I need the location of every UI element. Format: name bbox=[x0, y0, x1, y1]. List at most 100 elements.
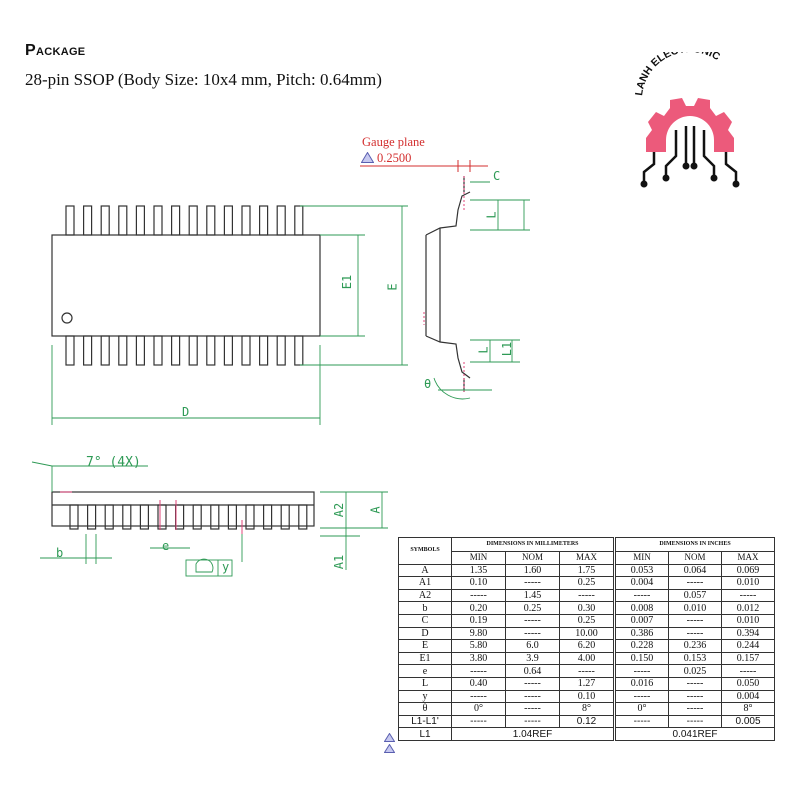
value-cell: 0° bbox=[451, 702, 506, 716]
value-cell: 0.157 bbox=[721, 651, 775, 666]
table-row: y----------0.10----------0.004 bbox=[398, 689, 775, 704]
dim-label-e: e bbox=[162, 539, 170, 553]
value-cell: 0.386 bbox=[613, 626, 669, 641]
value-cell: ----- bbox=[668, 702, 722, 716]
value-cell: ----- bbox=[505, 676, 560, 691]
mm-header: DIMENSIONS IN MILLIMETERS bbox=[451, 537, 615, 552]
value-cell: 0.20 bbox=[451, 601, 506, 615]
gauge-plane-label: Gauge plane bbox=[362, 135, 425, 149]
value-cell: 0.025 bbox=[668, 664, 722, 678]
value-cell: ----- bbox=[451, 714, 506, 729]
value-cell: ----- bbox=[451, 664, 506, 678]
warning-triangle-icon bbox=[361, 152, 374, 163]
value-cell: 5.80 bbox=[451, 639, 506, 653]
lead bbox=[86, 504, 97, 530]
dim-label-A2: A2 bbox=[332, 502, 347, 518]
dim-label-A: A bbox=[368, 506, 383, 514]
value-cell: 0.012 bbox=[721, 601, 775, 615]
pin bbox=[241, 335, 251, 366]
value-cell: 1.75 bbox=[559, 563, 615, 578]
value-cell: 8° bbox=[721, 702, 775, 716]
lead bbox=[210, 504, 220, 530]
value-cell: 0° bbox=[613, 702, 669, 716]
value-cell: 0.050 bbox=[721, 676, 775, 691]
value-cell: ----- bbox=[721, 664, 775, 678]
sub-header: MAX bbox=[721, 551, 775, 565]
value-cell: ----- bbox=[668, 714, 722, 729]
value-cell: 0.228 bbox=[613, 639, 669, 653]
value-cell: 0.19 bbox=[451, 613, 506, 628]
lead bbox=[122, 504, 132, 530]
package-body-top bbox=[51, 234, 321, 337]
pin1-marker bbox=[61, 312, 73, 324]
inch-header: DIMENSIONS IN INCHES bbox=[613, 537, 775, 552]
symbol-cell: b bbox=[398, 601, 452, 615]
dim-label-E1: E1 bbox=[340, 274, 355, 290]
warning-triangle-icon bbox=[384, 744, 395, 753]
value-cell: 0.010 bbox=[721, 613, 775, 628]
gauge-marks bbox=[423, 176, 465, 392]
value-cell: 6.20 bbox=[559, 639, 615, 653]
value-cell: 9.80 bbox=[451, 626, 506, 641]
pin bbox=[276, 205, 286, 236]
lead bbox=[69, 504, 79, 530]
pin bbox=[82, 205, 93, 236]
pin bbox=[153, 205, 163, 236]
value-cell: 0.25 bbox=[505, 601, 560, 615]
pin bbox=[100, 335, 110, 366]
table-row: L1-L1'----------0.12----------0.005 bbox=[398, 714, 775, 729]
company-logo: LANH ELECTRONIC bbox=[633, 52, 740, 188]
gauge-plane-value: 0.2500 bbox=[377, 151, 412, 165]
side-profile-dimensions bbox=[433, 181, 530, 400]
value-cell: ----- bbox=[613, 588, 669, 603]
value-cell: 0.244 bbox=[721, 639, 775, 653]
symbol-cell: E bbox=[398, 639, 452, 653]
symbol-cell: L1-L1' bbox=[398, 714, 452, 729]
pin bbox=[188, 205, 198, 236]
pin bbox=[65, 205, 75, 236]
value-cell: ----- bbox=[559, 588, 615, 603]
lead bbox=[263, 504, 273, 530]
value-cell: 0.057 bbox=[668, 588, 722, 603]
value-cell: 0.010 bbox=[668, 601, 722, 615]
value-cell: 1.27 bbox=[559, 676, 615, 691]
value-cell: 0.007 bbox=[613, 613, 669, 628]
value-cell: 0.394 bbox=[721, 626, 775, 641]
top-pins bbox=[65, 205, 304, 236]
pin bbox=[276, 335, 286, 366]
value-cell: 0.10 bbox=[559, 689, 615, 704]
symbol-cell: D bbox=[398, 626, 452, 641]
value-cell: 6.0 bbox=[505, 639, 560, 653]
value-cell: 0.016 bbox=[613, 676, 669, 691]
page-title: Package bbox=[25, 42, 86, 59]
sub-header: MIN bbox=[613, 551, 669, 565]
lead bbox=[245, 504, 255, 530]
dim-label-L-lower: L bbox=[476, 346, 491, 354]
pin bbox=[188, 335, 198, 366]
sub-header: MAX bbox=[559, 551, 615, 565]
dim-label-E: E bbox=[385, 283, 400, 291]
value-cell: 0.064 bbox=[668, 563, 722, 578]
symbol-cell: y bbox=[398, 689, 452, 704]
front-pin-marks bbox=[60, 491, 243, 534]
symbol-cell: θ bbox=[398, 702, 452, 716]
dim-label-y: y bbox=[222, 560, 230, 574]
value-cell: 1.60 bbox=[505, 563, 560, 578]
value-cell: ----- bbox=[505, 689, 560, 704]
pin bbox=[241, 205, 251, 236]
pin bbox=[153, 335, 163, 366]
pin bbox=[135, 205, 145, 236]
gear-icon bbox=[646, 98, 734, 152]
pin bbox=[135, 335, 145, 366]
value-cell: 1.45 bbox=[505, 588, 560, 603]
symbol-cell: A2 bbox=[398, 588, 452, 603]
lead bbox=[104, 504, 114, 530]
pin bbox=[65, 335, 75, 366]
